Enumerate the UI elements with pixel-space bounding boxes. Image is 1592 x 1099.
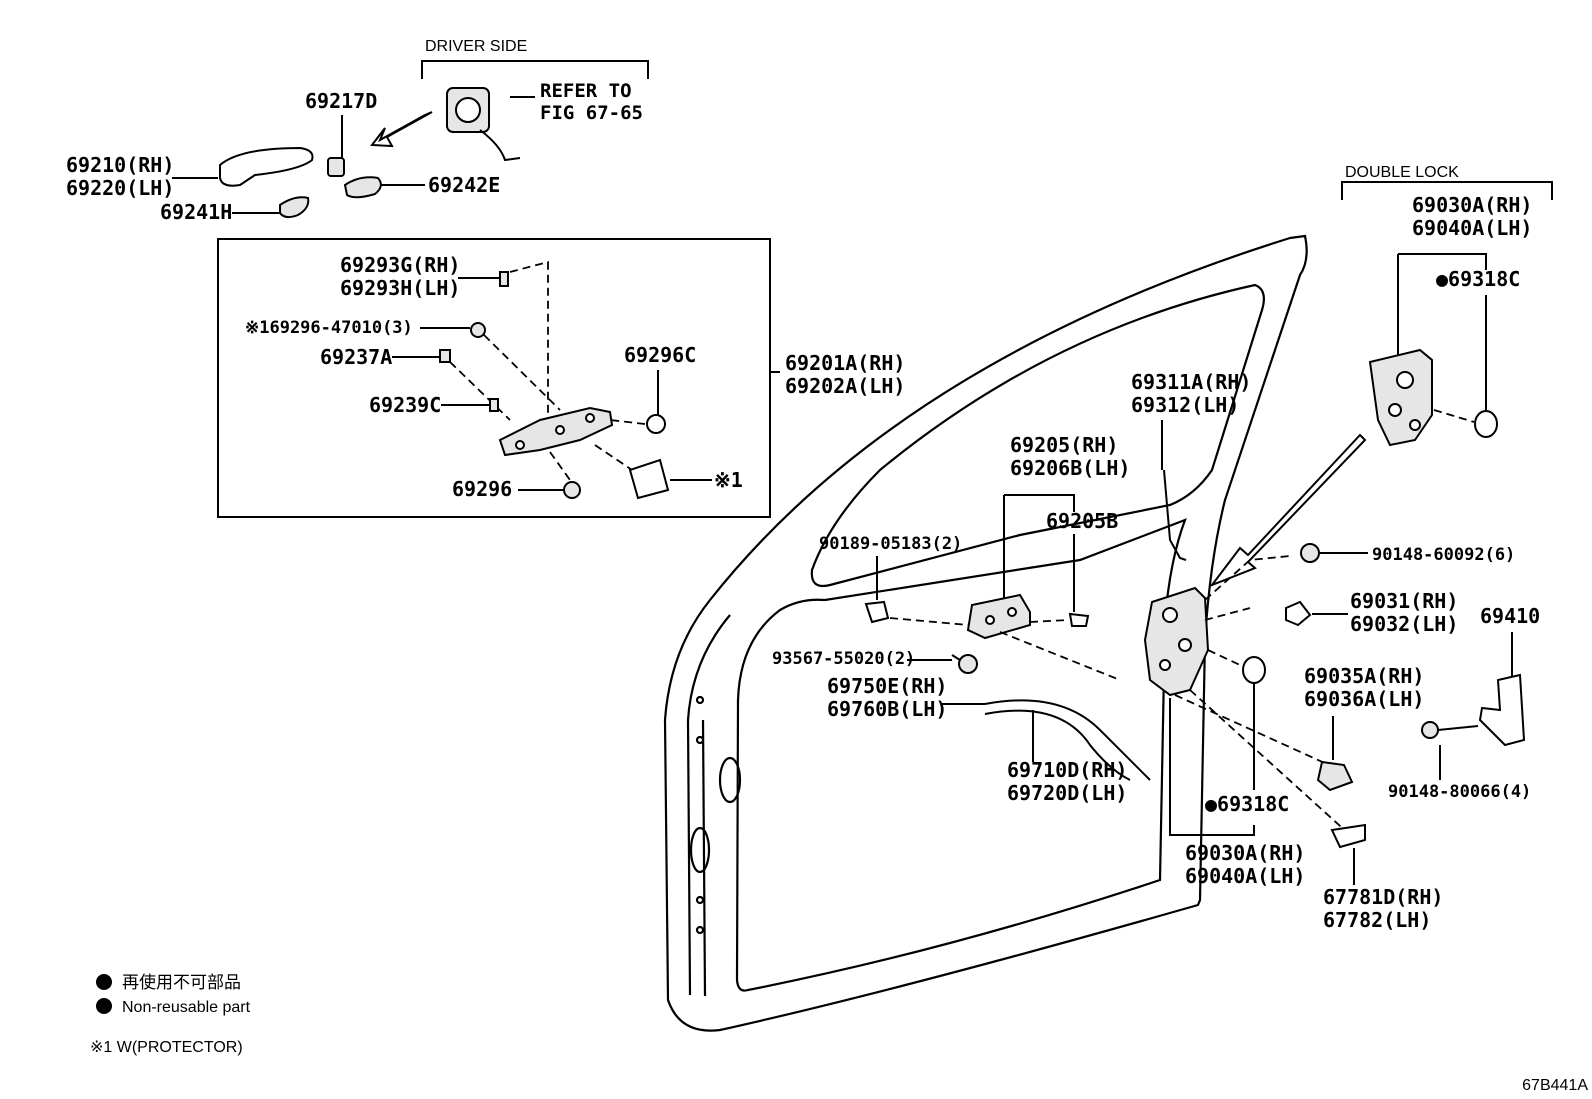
handle-frame-part <box>498 406 614 457</box>
label-69296: 69296 <box>452 477 512 501</box>
label-69032: 69032(LH) <box>1350 612 1458 636</box>
label-69031: 69031(RH) <box>1350 589 1458 613</box>
label-69220LH: 69220(LH) <box>66 176 174 200</box>
handle-cap-part <box>327 157 345 177</box>
non-reusable-bullet-icon-2 <box>96 998 112 1014</box>
label-69205: 69205(RH) <box>1010 433 1118 457</box>
install-arrow-icon <box>1209 433 1367 588</box>
seal-ring-main <box>1242 656 1266 684</box>
label-69410: 69410 <box>1480 604 1540 628</box>
label-69201A: 69201A(RH) <box>785 351 905 375</box>
inside-handle-part <box>966 593 1031 640</box>
label-69040A-bot: 69040A(LH) <box>1185 864 1305 888</box>
label-69040A-top: 69040A(LH) <box>1412 216 1532 240</box>
label-69318C-bot: ●69318C <box>1205 792 1289 816</box>
fasteners-group: 90189-05183(2) 93567-55020(2) <box>772 534 1121 681</box>
spacer-part <box>489 398 499 412</box>
seal-ring-top <box>1474 410 1498 438</box>
label-69710D: 69710D(RH) <box>1007 758 1127 782</box>
legend-protector-note: ※1 W(PROTECTOR) <box>90 1039 243 1056</box>
clip-90189-part <box>864 600 890 624</box>
label-69030A-bot: 69030A(RH) <box>1185 841 1305 865</box>
door-lock-assembly-top <box>1368 348 1433 447</box>
label-67781D: 67781D(RH) <box>1323 885 1443 909</box>
double-lock-header: DOUBLE LOCK <box>1345 164 1459 181</box>
label-69293G: 69293G(RH) <box>340 253 460 277</box>
door-striker-part <box>1478 673 1526 747</box>
outside-handle-part <box>219 146 314 187</box>
label-69217D: 69217D <box>305 89 377 113</box>
driver-side-header: DRIVER SIDE <box>425 38 527 55</box>
inside-cable-part <box>984 699 1151 781</box>
handle-gasket-part <box>343 176 382 199</box>
label-69030A-top: 69030A(RH) <box>1412 193 1532 217</box>
label-69242E: 69242E <box>428 173 500 197</box>
label-90148-60092: 90148-60092(6) <box>1372 545 1515 565</box>
main-door-lock-group: ●69318C 69030A(RH) 69040A(LH) <box>1143 555 1351 888</box>
figure-code: 67B441A <box>1522 1077 1588 1094</box>
label-69318C-top: ●69318C <box>1436 267 1520 291</box>
label-69312: 69312(LH) <box>1131 393 1239 417</box>
lock-cylinder-part <box>446 87 521 162</box>
label-protector-mark: ※1 <box>714 468 743 492</box>
screw-90148-60092-part <box>1300 543 1320 563</box>
handle-frame-box: 69293G(RH) 69293H(LH) ※169296-47010(3) 6… <box>217 238 905 518</box>
screw-90148-80066-part <box>1421 721 1439 739</box>
screw-part <box>563 481 581 499</box>
protector-part <box>628 458 670 500</box>
label-90148-80066: 90148-80066(4) <box>1388 782 1531 802</box>
lock-cover-part <box>1316 760 1354 792</box>
legend-en: Non-reusable part <box>122 999 251 1016</box>
label-69296C: 69296C <box>624 343 696 367</box>
handle-bezel-part <box>1068 612 1090 627</box>
legend: 再使用不可部品 Non-reusable part ※1 W(PROTECTOR… <box>90 972 251 1056</box>
label-69237A: 69237A <box>320 345 392 369</box>
label-93567: 93567-55020(2) <box>772 649 915 669</box>
lock-rod-group: 69311A(RH) 69312(LH) <box>1131 370 1251 561</box>
refer-line2: FIG 67-65 <box>540 102 643 124</box>
legend-jp: 再使用不可部品 <box>122 972 241 992</box>
label-69720D: 69720D(LH) <box>1007 781 1127 805</box>
cable-group: 69750E(RH) 69760B(LH) 69710D(RH) 69720D(… <box>827 674 1151 805</box>
driver-side-group: DRIVER SIDE REFER TO FIG 67-65 <box>370 38 649 162</box>
door-lock-assembly-main <box>1143 586 1210 697</box>
label-69202A: 69202A(LH) <box>785 374 905 398</box>
screw-93567-part <box>958 654 978 674</box>
label-69750E: 69750E(RH) <box>827 674 947 698</box>
outside-handle-group: 69217D 69210(RH) 69220(LH) 69241H 69242E <box>66 89 500 224</box>
direction-arrow-icon <box>370 111 433 148</box>
label-69296-47010: ※169296-47010(3) <box>245 318 413 338</box>
grommet-part <box>646 414 666 434</box>
label-69311A: 69311A(RH) <box>1131 370 1251 394</box>
right-parts-group: 90148-60092(6) 69031(RH) 69032(LH) 69410… <box>1285 543 1540 932</box>
label-90189: 90189-05183(2) <box>819 534 962 554</box>
label-69206B: 69206B(LH) <box>1010 456 1130 480</box>
label-67782: 67782(LH) <box>1323 908 1431 932</box>
label-69205B: 69205B <box>1046 509 1118 533</box>
label-69036A: 69036A(LH) <box>1304 687 1424 711</box>
refer-line1: REFER TO <box>540 80 632 102</box>
inside-handle-group: 69205(RH) 69206B(LH) 69205B <box>966 433 1130 640</box>
pin-part <box>439 349 451 363</box>
bolt-part <box>470 322 486 338</box>
lock-lever-part <box>1285 600 1312 627</box>
seal-pad-part <box>1330 823 1366 849</box>
double-lock-group: DOUBLE LOCK 69030A(RH) 69040A(LH) ●69318… <box>1341 164 1553 447</box>
label-69210RH: 69210(RH) <box>66 153 174 177</box>
label-69035A: 69035A(RH) <box>1304 664 1424 688</box>
lock-rod-part <box>1163 469 1187 561</box>
handle-pad-part <box>279 196 310 219</box>
label-69760B: 69760B(LH) <box>827 697 947 721</box>
label-69241H: 69241H <box>160 200 232 224</box>
label-69239C: 69239C <box>369 393 441 417</box>
clip-part <box>499 271 509 287</box>
label-69293H: 69293H(LH) <box>340 276 460 300</box>
non-reusable-bullet-icon <box>96 974 112 990</box>
